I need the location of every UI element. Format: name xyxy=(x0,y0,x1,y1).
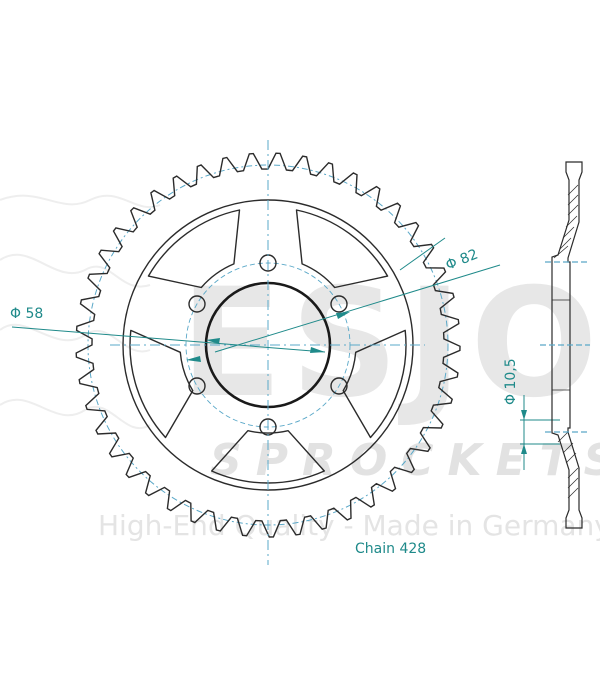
dim-82-arrow-left xyxy=(186,356,201,362)
bolt-hole xyxy=(330,377,348,395)
cutout-window xyxy=(147,209,241,289)
dim-58-arrow-right xyxy=(310,347,325,353)
label-bolt-hole-diameter: Φ 10,5 xyxy=(503,358,519,405)
label-bore-diameter: Φ 58 xyxy=(10,306,43,322)
bolt-hole xyxy=(188,295,206,313)
bolt-holes xyxy=(188,254,348,436)
watermark-brand: ESJOT xyxy=(180,257,600,431)
cutout-window xyxy=(211,430,325,484)
dim-bolt-arrow-top xyxy=(521,410,527,420)
dim-58-leader xyxy=(11,326,326,353)
dim-82-ext xyxy=(399,237,446,271)
label-chain-size: Chain 428 xyxy=(355,541,426,557)
dim-bolt-arrow-bot xyxy=(521,444,527,454)
sprocket-side-view xyxy=(540,161,590,529)
dim-58-arrow-left xyxy=(206,338,220,344)
dim-82-leader xyxy=(214,264,501,353)
dimension-lines xyxy=(11,237,560,470)
side-hatch-top xyxy=(553,184,579,259)
dim-82-arrow-right xyxy=(336,312,350,319)
cutout-window xyxy=(295,209,389,289)
center-lines xyxy=(110,140,425,565)
sprocket-teeth-outline xyxy=(75,152,461,538)
bolt-hole xyxy=(188,377,206,395)
watermark-tagline: High-End Quality - Made in Germany xyxy=(98,509,600,542)
side-profile-outline xyxy=(551,161,583,529)
cutout-window xyxy=(342,329,407,439)
cutout-window xyxy=(129,329,194,439)
bolt-hole xyxy=(330,295,348,313)
lightening-cutouts xyxy=(129,209,407,484)
side-hatch-bottom xyxy=(557,431,579,499)
